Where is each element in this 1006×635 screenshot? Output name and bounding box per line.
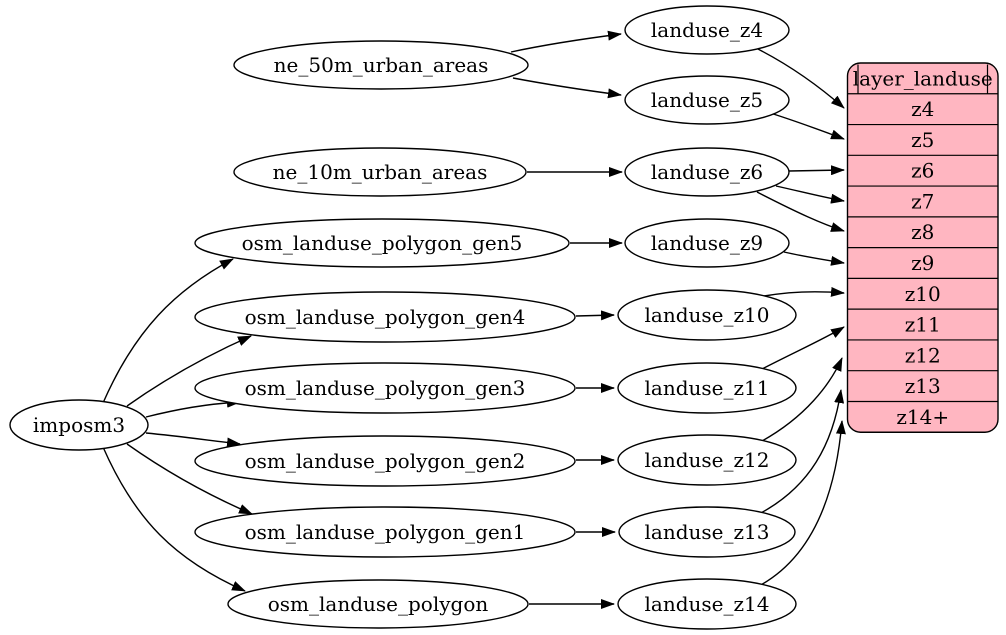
node-landuse_z6: landuse_z6: [624, 147, 790, 197]
node-ne_50m_urban_areas: ne_50m_urban_areas: [233, 40, 529, 90]
table-row-z9: z9: [911, 251, 934, 275]
node-landuse_z10: landuse_z10: [617, 289, 797, 341]
node-ne_10m_urban_areas: ne_10m_urban_areas: [233, 147, 527, 197]
edge-landuse_z13-row_z13: [758, 389, 845, 515]
node-label-landuse_z5: landuse_z5: [651, 88, 763, 112]
node-osm_landuse_polygon_gen3: osm_landuse_polygon_gen3: [194, 362, 576, 414]
edge-osm_landuse_polygon_gen4-landuse_z10: [575, 310, 615, 321]
edge-imposm3-osm_landuse_polygon_gen2: [145, 432, 241, 448]
edge-landuse_z6-row_z8: [756, 191, 845, 232]
node-ellipse-osm_landuse_polygon_gen3: [194, 362, 576, 414]
table-row-z11: z11: [905, 313, 941, 337]
node-label-ne_10m_urban_areas: ne_10m_urban_areas: [273, 160, 488, 184]
node-ellipse-landuse_z4: [624, 5, 790, 55]
node-landuse_z13: landuse_z13: [618, 506, 796, 558]
node-label-landuse_z10: landuse_z10: [645, 303, 770, 327]
node-landuse_z14: landuse_z14: [617, 578, 797, 630]
node-osm_landuse_polygon_gen5: osm_landuse_polygon_gen5: [194, 218, 570, 268]
node-label-osm_landuse_polygon_gen5: osm_landuse_polygon_gen5: [242, 231, 523, 255]
node-label-landuse_z11: landuse_z11: [645, 376, 770, 400]
node-landuse_z11: landuse_z11: [617, 362, 797, 414]
table-row-z7: z7: [911, 189, 934, 213]
node-label-landuse_z9: landuse_z9: [651, 231, 763, 255]
edge-ne_50m_urban_areas-landuse_z5: [512, 77, 622, 99]
node-ellipse-landuse_z13: [618, 506, 796, 558]
edge-imposm3-osm_landuse_polygon_gen1: [126, 443, 253, 515]
node-label-osm_landuse_polygon_gen2: osm_landuse_polygon_gen2: [245, 449, 526, 473]
node-ellipse-landuse_z6: [624, 147, 790, 197]
node-imposm3: imposm3: [9, 399, 149, 451]
edge-imposm3-osm_landuse_polygon: [102, 446, 246, 592]
node-osm_landuse_polygon_gen4: osm_landuse_polygon_gen4: [194, 291, 576, 343]
node-label-osm_landuse_polygon_gen1: osm_landuse_polygon_gen1: [245, 520, 526, 544]
edge-imposm3-osm_landuse_polygon_gen4: [126, 335, 252, 407]
table-row-z8: z8: [911, 220, 934, 244]
node-ellipse-landuse_z5: [624, 75, 790, 125]
node-ellipse-imposm3: [9, 399, 149, 451]
table-layer_landuse: layer_landuse z4 z5 z6 z7 z8 z9 z10 z11 z12 z13 z14…: [846, 62, 999, 433]
edge-imposm3-osm_landuse_polygon_gen5: [102, 258, 234, 404]
table-row-z4: z4: [911, 97, 934, 121]
node-label-ne_50m_urban_areas: ne_50m_urban_areas: [274, 53, 489, 77]
node-ellipse-osm_landuse_polygon_gen1: [194, 506, 576, 558]
node-ellipse-landuse_z14: [617, 578, 797, 630]
edge-landuse_z14-row_z14+: [758, 420, 846, 587]
node-label-imposm3: imposm3: [33, 413, 125, 437]
table-row-z6: z6: [911, 159, 934, 183]
node-ellipse-osm_landuse_polygon_gen5: [194, 218, 570, 268]
edge-landuse_z10-row_z10: [763, 286, 845, 297]
table-header-label: layer_landuse: [853, 66, 993, 90]
table-row-z10: z10: [905, 282, 941, 306]
edge-ne_50m_urban_areas-landuse_z4: [510, 30, 622, 53]
node-label-landuse_z13: landuse_z13: [645, 520, 770, 544]
table-row-z5: z5: [911, 128, 934, 152]
edge-landuse_z6-row_z6: [788, 165, 845, 176]
table-row-z12: z12: [905, 343, 941, 367]
edge-imposm3-osm_landuse_polygon_gen3: [145, 397, 241, 418]
node-ellipse-osm_landuse_polygon_gen4: [194, 291, 576, 343]
node-label-landuse_z6: landuse_z6: [651, 160, 763, 184]
node-osm_landuse_polygon: osm_landuse_polygon: [227, 579, 529, 629]
node-label-osm_landuse_polygon: osm_landuse_polygon: [268, 592, 489, 616]
edge-landuse_z4-row_z4: [753, 46, 845, 109]
edge-landuse_z9-row_z9: [783, 251, 845, 266]
node-label-landuse_z12: landuse_z12: [645, 448, 770, 472]
node-landuse_z12: landuse_z12: [617, 434, 797, 486]
edge-landuse_z5-row_z5: [766, 111, 845, 140]
node-ellipse-osm_landuse_polygon: [227, 579, 529, 629]
node-landuse_z5: landuse_z5: [624, 75, 790, 125]
node-landuse_z9: landuse_z9: [624, 218, 790, 268]
node-ellipse-landuse_z12: [617, 434, 797, 486]
node-ellipse-landuse_z10: [617, 289, 797, 341]
edge-landuse_z6-row_z7: [775, 185, 845, 204]
node-ellipse-osm_landuse_polygon_gen2: [194, 435, 576, 487]
node-ellipse-landuse_z11: [617, 362, 797, 414]
node-ellipse-ne_50m_urban_areas: [233, 40, 529, 90]
node-label-landuse_z14: landuse_z14: [645, 592, 770, 616]
node-ellipse-landuse_z9: [624, 218, 790, 268]
node-label-landuse_z4: landuse_z4: [651, 18, 763, 42]
node-landuse_z4: landuse_z4: [624, 5, 790, 55]
node-label-osm_landuse_polygon_gen4: osm_landuse_polygon_gen4: [245, 305, 526, 329]
edge-landuse_z11-row_z11: [761, 326, 845, 370]
node-osm_landuse_polygon_gen2: osm_landuse_polygon_gen2: [194, 435, 576, 487]
node-label-osm_landuse_polygon_gen3: osm_landuse_polygon_gen3: [245, 376, 526, 400]
node-ellipse-ne_10m_urban_areas: [233, 147, 527, 197]
node-osm_landuse_polygon_gen1: osm_landuse_polygon_gen1: [194, 506, 576, 558]
table-row-z13: z13: [905, 374, 941, 398]
table-row-z14+: z14+: [896, 405, 949, 429]
edge-landuse_z12-row_z12: [761, 357, 843, 442]
